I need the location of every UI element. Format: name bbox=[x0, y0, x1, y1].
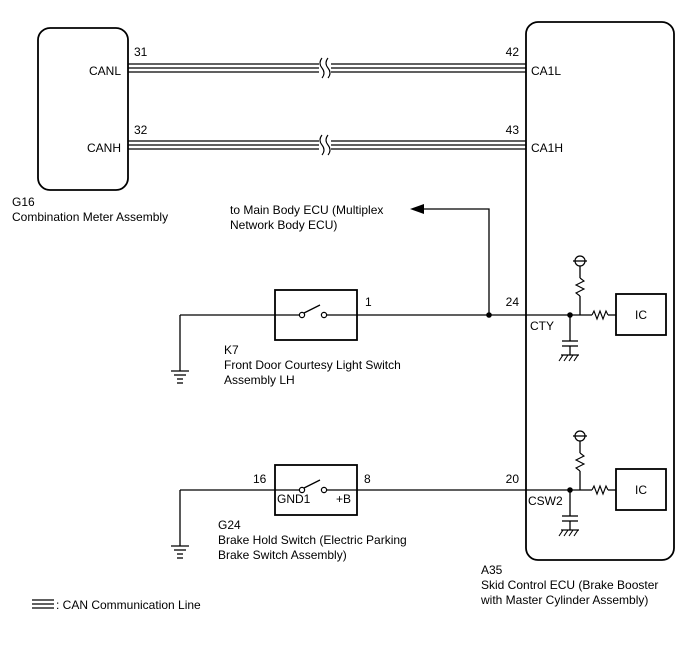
ecu-name-line1: Skid Control ECU (Brake Booster bbox=[481, 578, 658, 592]
courtesy-switch-name-line1: Front Door Courtesy Light Switch bbox=[224, 358, 401, 372]
meter-code-label: G16 bbox=[12, 195, 35, 209]
ecu-pin-csw2-name: CSW2 bbox=[528, 494, 563, 508]
meter-pin-31-number: 31 bbox=[134, 45, 148, 59]
courtesy-switch-contact-icon bbox=[275, 304, 357, 319]
combination-meter-box bbox=[37, 27, 129, 191]
courtesy-switch-pin-number: 1 bbox=[365, 295, 372, 309]
ecu-pin-42-number: 42 bbox=[506, 45, 520, 59]
can-line-canh bbox=[128, 134, 526, 156]
meter-pin-canl-name: CANL bbox=[89, 64, 121, 78]
ecu-code-label: A35 bbox=[481, 563, 503, 577]
brake-hold-switch-circuit bbox=[171, 489, 526, 559]
external-label-line1: to Main Body ECU (Multiplex bbox=[230, 203, 383, 217]
ecu-pin-43-number: 43 bbox=[506, 123, 520, 137]
ecu-pin-20-number: 20 bbox=[506, 472, 520, 486]
external-connection-arrow bbox=[410, 204, 490, 315]
skid-control-ecu-box bbox=[525, 21, 675, 561]
csw2-internal-circuit bbox=[526, 430, 616, 537]
cty-ic-label: IC bbox=[635, 308, 647, 322]
brake-hold-terminal-gnd1: GND1 bbox=[277, 492, 311, 506]
can-line-canl bbox=[128, 57, 526, 79]
brake-hold-pin-8: 8 bbox=[364, 472, 371, 486]
ecu-pin-24-number: 24 bbox=[506, 295, 520, 309]
courtesy-switch-name-line2: Assembly LH bbox=[224, 373, 295, 387]
brake-hold-switch-contact-icon bbox=[275, 479, 357, 494]
brake-hold-terminal-b: +B bbox=[336, 492, 351, 506]
ecu-pin-ca1h-name: CA1H bbox=[531, 141, 563, 155]
courtesy-switch-code: K7 bbox=[224, 343, 239, 357]
brake-hold-code: G24 bbox=[218, 518, 241, 532]
ecu-pin-cty-name: CTY bbox=[530, 319, 554, 333]
meter-name-label: Combination Meter Assembly bbox=[12, 210, 168, 224]
meter-pin-32-number: 32 bbox=[134, 123, 148, 137]
external-label-line2: Network Body ECU) bbox=[230, 218, 337, 232]
legend-text: : CAN Communication Line bbox=[56, 598, 201, 612]
brake-hold-name-line1: Brake Hold Switch (Electric Parking bbox=[218, 533, 407, 547]
csw2-ic-label: IC bbox=[635, 483, 647, 497]
brake-hold-name-line2: Brake Switch Assembly) bbox=[218, 548, 347, 562]
brake-hold-pin-16: 16 bbox=[253, 472, 267, 486]
courtesy-switch-circuit bbox=[171, 312, 526, 384]
ecu-name-line2: with Master Cylinder Assembly) bbox=[480, 593, 648, 607]
cty-internal-circuit bbox=[526, 255, 616, 362]
cty-ic-block bbox=[615, 293, 667, 336]
can-line-legend-icon bbox=[32, 599, 54, 609]
meter-pin-canh-name: CANH bbox=[87, 141, 121, 155]
ecu-pin-ca1l-name: CA1L bbox=[531, 64, 561, 78]
csw2-ic-block bbox=[615, 468, 667, 511]
